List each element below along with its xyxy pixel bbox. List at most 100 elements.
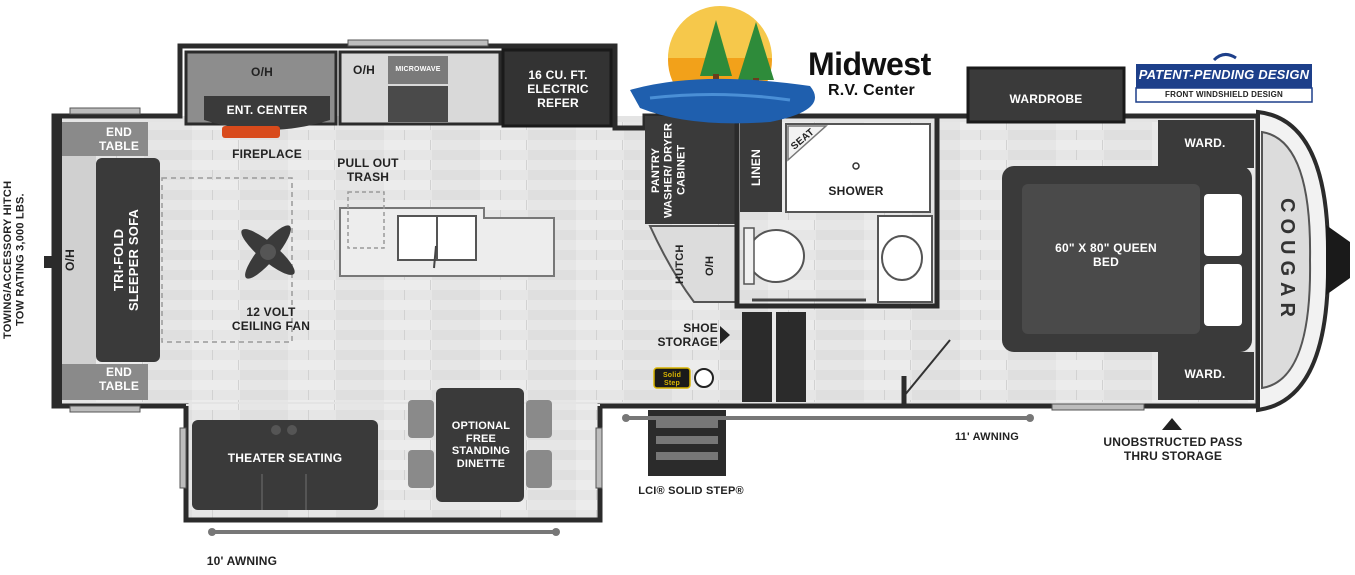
model-name: COUGAR bbox=[1276, 197, 1298, 323]
awning-10-end-l bbox=[208, 528, 216, 536]
pass-thru-label: UNOBSTRUCTED PASS THRU STORAGE bbox=[1103, 435, 1243, 463]
microwave-box bbox=[388, 56, 448, 84]
cupholder-1 bbox=[271, 425, 281, 435]
kingpin bbox=[1326, 225, 1350, 295]
bedroom-door bbox=[903, 339, 951, 397]
window-top-center bbox=[347, 39, 489, 47]
theater-label: THEATER SEATING bbox=[227, 451, 343, 465]
dealer-name: Midwest bbox=[808, 46, 931, 82]
trash-dashed bbox=[347, 191, 385, 249]
solid-step-badge-label: Solid Step bbox=[662, 372, 682, 388]
hitch-tab bbox=[44, 256, 54, 268]
bed-label: 60" x 80" QUEEN BED bbox=[1055, 241, 1157, 269]
theater-seating bbox=[192, 420, 378, 510]
hitch-label: TOWING/ACCESSORY HITCH TOW RATING 3,000 … bbox=[2, 160, 36, 360]
ent-center-label: ENT. CENTER bbox=[226, 103, 308, 117]
window-rear-bottom bbox=[69, 405, 141, 413]
shower-label: SHOWER bbox=[828, 184, 884, 198]
linen-label: LINEN bbox=[749, 149, 763, 187]
hall-column-2 bbox=[776, 312, 806, 402]
window-bottom-right bbox=[1051, 403, 1145, 411]
awning-11-label: 11' AWNING bbox=[954, 431, 1020, 443]
pass-thru-arrow-icon bbox=[1162, 418, 1182, 430]
step-tread-2 bbox=[656, 436, 718, 444]
end-table-top bbox=[62, 122, 148, 156]
dinette-chair-4 bbox=[526, 450, 552, 488]
ward-bottom bbox=[1158, 352, 1254, 400]
oh-micro-label: O/H bbox=[353, 63, 375, 77]
pantry-block bbox=[645, 116, 737, 224]
patent-badge-icon bbox=[1135, 53, 1313, 103]
oh-hutch-label: O/H bbox=[704, 255, 716, 277]
oh-ent-label: O/H bbox=[251, 65, 273, 79]
dinette-chair-2 bbox=[408, 450, 434, 488]
refer-label: 16 CU. FT. ELECTRIC REFER bbox=[527, 68, 589, 110]
fireplace-label: FIREPLACE bbox=[232, 147, 302, 161]
solid-step-badge bbox=[653, 367, 691, 389]
awning-10-label: 10' AWNING bbox=[206, 554, 278, 568]
dinette-table bbox=[436, 388, 524, 502]
awning-11-end-r bbox=[1026, 414, 1034, 422]
ward-bottom-label: WARD. bbox=[1184, 367, 1226, 381]
linen-block bbox=[740, 116, 782, 212]
ceiling-fan-label: 12 VOLT CEILING FAN bbox=[231, 305, 311, 333]
dealer-subname: R.V. Center bbox=[828, 82, 915, 99]
end-table-bottom bbox=[62, 364, 148, 400]
patent-title: PATENT-PENDING DESIGN bbox=[1138, 67, 1310, 82]
pillow-top bbox=[1204, 194, 1242, 256]
theater-window-left bbox=[179, 427, 187, 489]
end-table-bottom-label: END TABLE bbox=[98, 365, 140, 393]
vanity-sink bbox=[881, 235, 923, 281]
window-rear-top bbox=[69, 107, 141, 115]
awning-10-end-r bbox=[552, 528, 560, 536]
shoe-storage-arrow-icon bbox=[720, 326, 730, 344]
fireplace-glow bbox=[222, 126, 280, 138]
toilet bbox=[747, 229, 805, 283]
solid-step-label: LCI® SOLID STEP® bbox=[638, 485, 744, 497]
wardrobe-block bbox=[966, 66, 1126, 124]
awning-11-end-l bbox=[622, 414, 630, 422]
step-tread-3 bbox=[656, 452, 718, 460]
sofa-block bbox=[96, 158, 160, 362]
wardrobe-label: WARDROBE bbox=[1009, 92, 1083, 106]
hutch-label: HUTCH bbox=[674, 244, 686, 284]
front-cap-inner bbox=[1261, 130, 1312, 390]
sofa-label: TRI-FOLD SLEEPER SOFA bbox=[111, 208, 141, 312]
end-table-top-label: END TABLE bbox=[98, 125, 140, 153]
dealer-logo-icon bbox=[630, 6, 815, 124]
dinette-chair-1 bbox=[408, 400, 434, 438]
fridge-box bbox=[501, 48, 613, 128]
hutch-block bbox=[648, 225, 738, 303]
microwave-label: MICROWAVE bbox=[395, 66, 441, 73]
hitch-line1: TOWING/ACCESSORY HITCH bbox=[2, 180, 14, 340]
patent-subtitle: FRONT WINDSHIELD DESIGN bbox=[1165, 90, 1283, 99]
step-tread-1 bbox=[656, 420, 718, 428]
ward-top bbox=[1158, 120, 1254, 168]
bath-wall bbox=[734, 113, 940, 309]
ward-top-label: WARD. bbox=[1184, 136, 1226, 150]
stove bbox=[388, 86, 448, 122]
oh-rear-label: O/H bbox=[63, 249, 77, 271]
ent-center-cabinet bbox=[204, 96, 330, 130]
ceiling-fan-icon bbox=[241, 225, 295, 279]
hitch-line2: TOW RATING 3,000 LBS. bbox=[14, 193, 27, 327]
cupholder-2 bbox=[287, 425, 297, 435]
rear-oh-bar bbox=[62, 156, 96, 364]
pantry-label: PANTRY WASHER/ DRYER CABINET bbox=[650, 122, 688, 218]
faucet bbox=[433, 245, 437, 269]
dinette-label: OPTIONAL FREE STANDING DINETTE bbox=[451, 420, 511, 470]
dinette-chair-3 bbox=[526, 400, 552, 438]
theater-window-right bbox=[595, 427, 603, 489]
lci-badge-icon bbox=[694, 368, 714, 388]
rug-dashed bbox=[161, 177, 293, 343]
rear-wall bbox=[52, 114, 62, 408]
pillow-bottom bbox=[1204, 264, 1242, 326]
toilet-tank bbox=[743, 227, 755, 285]
shower-seat bbox=[787, 125, 828, 162]
shower-drain bbox=[852, 162, 860, 170]
shoe-storage-label: SHOE STORAGE bbox=[657, 321, 718, 349]
hall-column-1 bbox=[742, 312, 772, 402]
pull-out-trash-label: PULL OUT TRASH bbox=[337, 156, 399, 184]
bed-mattress bbox=[1022, 184, 1200, 334]
